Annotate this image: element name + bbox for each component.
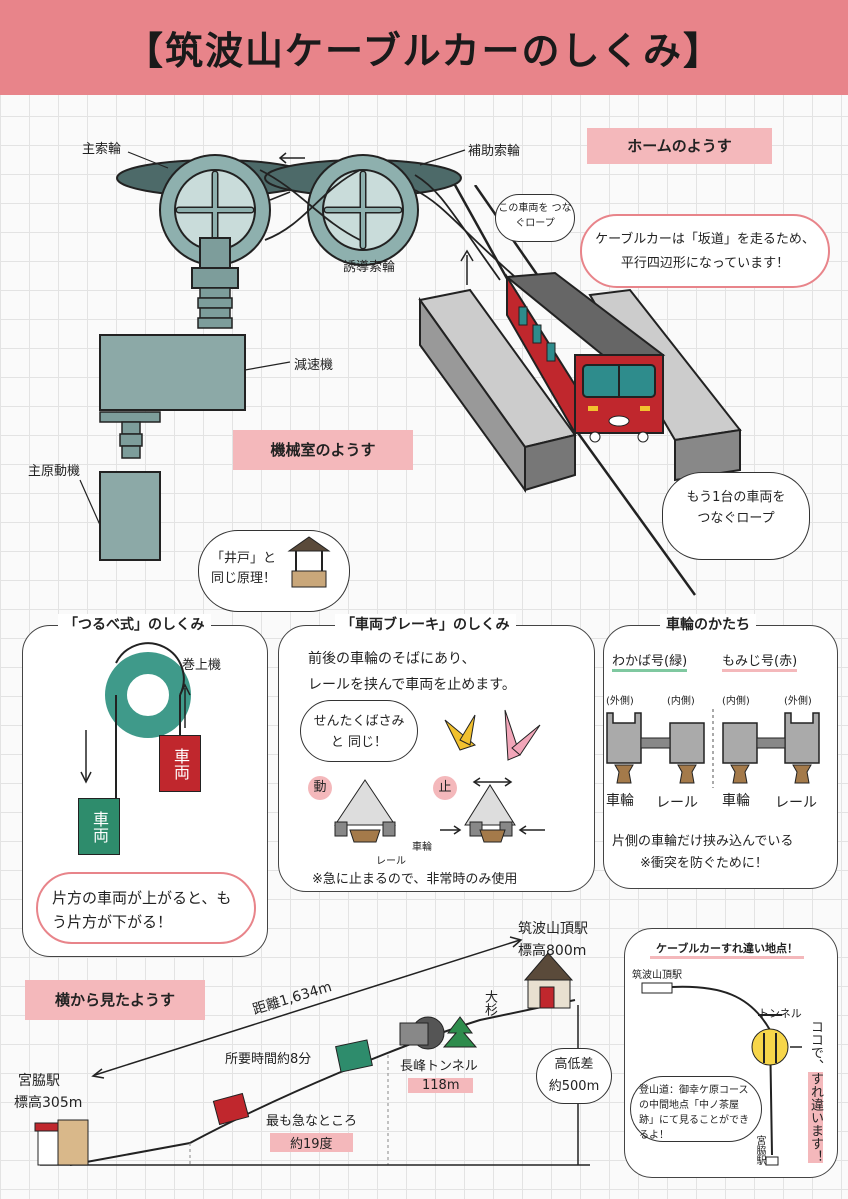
- tsurube-title: 「つるべ式」のしくみ: [58, 614, 211, 634]
- tunnel-length-label: 118m: [408, 1078, 474, 1093]
- tsurube-bubble: 片方の車両が上がると、もう片方が下がる！: [36, 872, 256, 944]
- parallelogram-bubble: ケーブルカーは「坂道」を走るため、平行四辺形になっています！: [580, 214, 830, 288]
- passing-tunnel-label: トンネル: [758, 1007, 802, 1020]
- outer-label-2: (外側): [784, 696, 812, 707]
- well-bubble: 「井戸」と 同じ原理！: [198, 530, 350, 612]
- passing-here-2: すれ違います！: [808, 1072, 823, 1163]
- bottom-elevation-label: 標高305m: [14, 1095, 83, 1111]
- tsurube-diagram: [80, 642, 191, 805]
- top-elevation-label: 標高800m: [518, 943, 587, 959]
- brake-diagram: [334, 777, 545, 843]
- rope-bubble: この車両を つなぐロープ: [495, 194, 575, 242]
- page-title: 【筑波山ケーブルカーのしくみ】: [124, 29, 724, 73]
- guide-sheave-label: 誘導索輪: [343, 260, 396, 275]
- passing-bottom-station: 宮脇駅: [754, 1135, 765, 1165]
- car-green: 車両: [78, 798, 120, 855]
- home-illustration: [418, 185, 742, 596]
- reducer-label: 減速機: [294, 358, 334, 373]
- wheel-diagram: [606, 708, 820, 788]
- motor-label: 主原動機: [28, 464, 81, 479]
- passing-here-label: ココで、すれ違います！: [806, 1020, 825, 1163]
- machine-room-illustration: [79, 149, 520, 561]
- tunnel-label: 長峰トンネル: [400, 1059, 478, 1074]
- passing-bubble: 登山道：御幸ケ原コースの中間地点「中ノ茶屋跡」にて見ることができるよ！: [630, 1076, 762, 1142]
- passing-title: ケーブルカーすれ違い地点！: [650, 940, 805, 959]
- big-cedar-label: 大杉: [482, 990, 497, 1016]
- inner-label-2: (内側): [722, 696, 750, 707]
- top-station-label: 筑波山頂駅: [518, 921, 588, 937]
- height-diff-label-1: 高低差: [554, 1057, 594, 1072]
- brake-note: ※急に止まるので、非常時のみ使用: [312, 872, 518, 887]
- rail-label-1: レール: [656, 795, 698, 811]
- main-sheave-label: 主索輪: [82, 142, 122, 157]
- passing-diagram: [641, 982, 802, 1166]
- passing-here-1: ココで、: [808, 1020, 823, 1072]
- winch-label: 巻上機: [182, 658, 222, 673]
- passing-top-station: 筑波山頂駅: [632, 970, 682, 981]
- height-diff-label-2: 約500m: [548, 1079, 600, 1094]
- header-banner: 【筑波山ケーブルカーのしくみ】: [0, 0, 848, 95]
- rail-label-2: レール: [775, 795, 817, 811]
- inner-label-1: (内側): [667, 696, 695, 707]
- brake-desc-2: レールを挟んで車両を止めます。: [308, 677, 516, 693]
- steepest-label-2: 約19度: [270, 1133, 353, 1152]
- wheel-label-1: 車輪: [606, 793, 634, 809]
- brake-wheel-label: 車輪: [412, 842, 432, 853]
- momiji-label: もみじ号(赤): [722, 650, 798, 672]
- side-view-diagram: [34, 936, 590, 1166]
- clothespin-bubble: せんたくばさみと 同じ！: [300, 700, 418, 762]
- brake-desc-1: 前後の車輪のそばにあり、: [308, 651, 476, 667]
- wakaba-label: わかば号(緑): [612, 650, 688, 672]
- well-icon: [287, 536, 331, 588]
- wheel-label-2: 車輪: [722, 793, 750, 809]
- home-tape: ホームのようす: [587, 128, 772, 164]
- travel-time-label: 所要時間約8分: [225, 1052, 312, 1067]
- aux-sheave-label: 補助索輪: [468, 144, 521, 159]
- car-red: 車両: [159, 735, 201, 792]
- outer-label-1: (外側): [606, 696, 634, 707]
- wheel-title: 車輪のかたち: [660, 614, 756, 634]
- height-diff-bubble: 高低差 約500m: [536, 1048, 612, 1104]
- stop-badge: 止: [433, 776, 457, 800]
- brake-title: 「車両ブレーキ」のしくみ: [335, 614, 516, 634]
- clothespin-icon: [444, 709, 541, 761]
- bottom-station-label: 宮脇駅: [18, 1073, 60, 1089]
- wheel-note-2: ※衝突を防ぐために！: [640, 856, 768, 871]
- side-view-tape: 横から見たようす: [25, 980, 205, 1020]
- move-badge: 動: [308, 776, 332, 800]
- wheel-note-1: 片側の車輪だけ挟み込んでいる: [612, 834, 794, 849]
- brake-rail-label: レール: [376, 856, 406, 867]
- other-rope-bubble: もう1台の車両を つなぐロープ: [662, 472, 810, 560]
- steepest-label-1: 最も急なところ: [266, 1114, 358, 1129]
- machine-room-tape: 機械室のようす: [233, 430, 413, 470]
